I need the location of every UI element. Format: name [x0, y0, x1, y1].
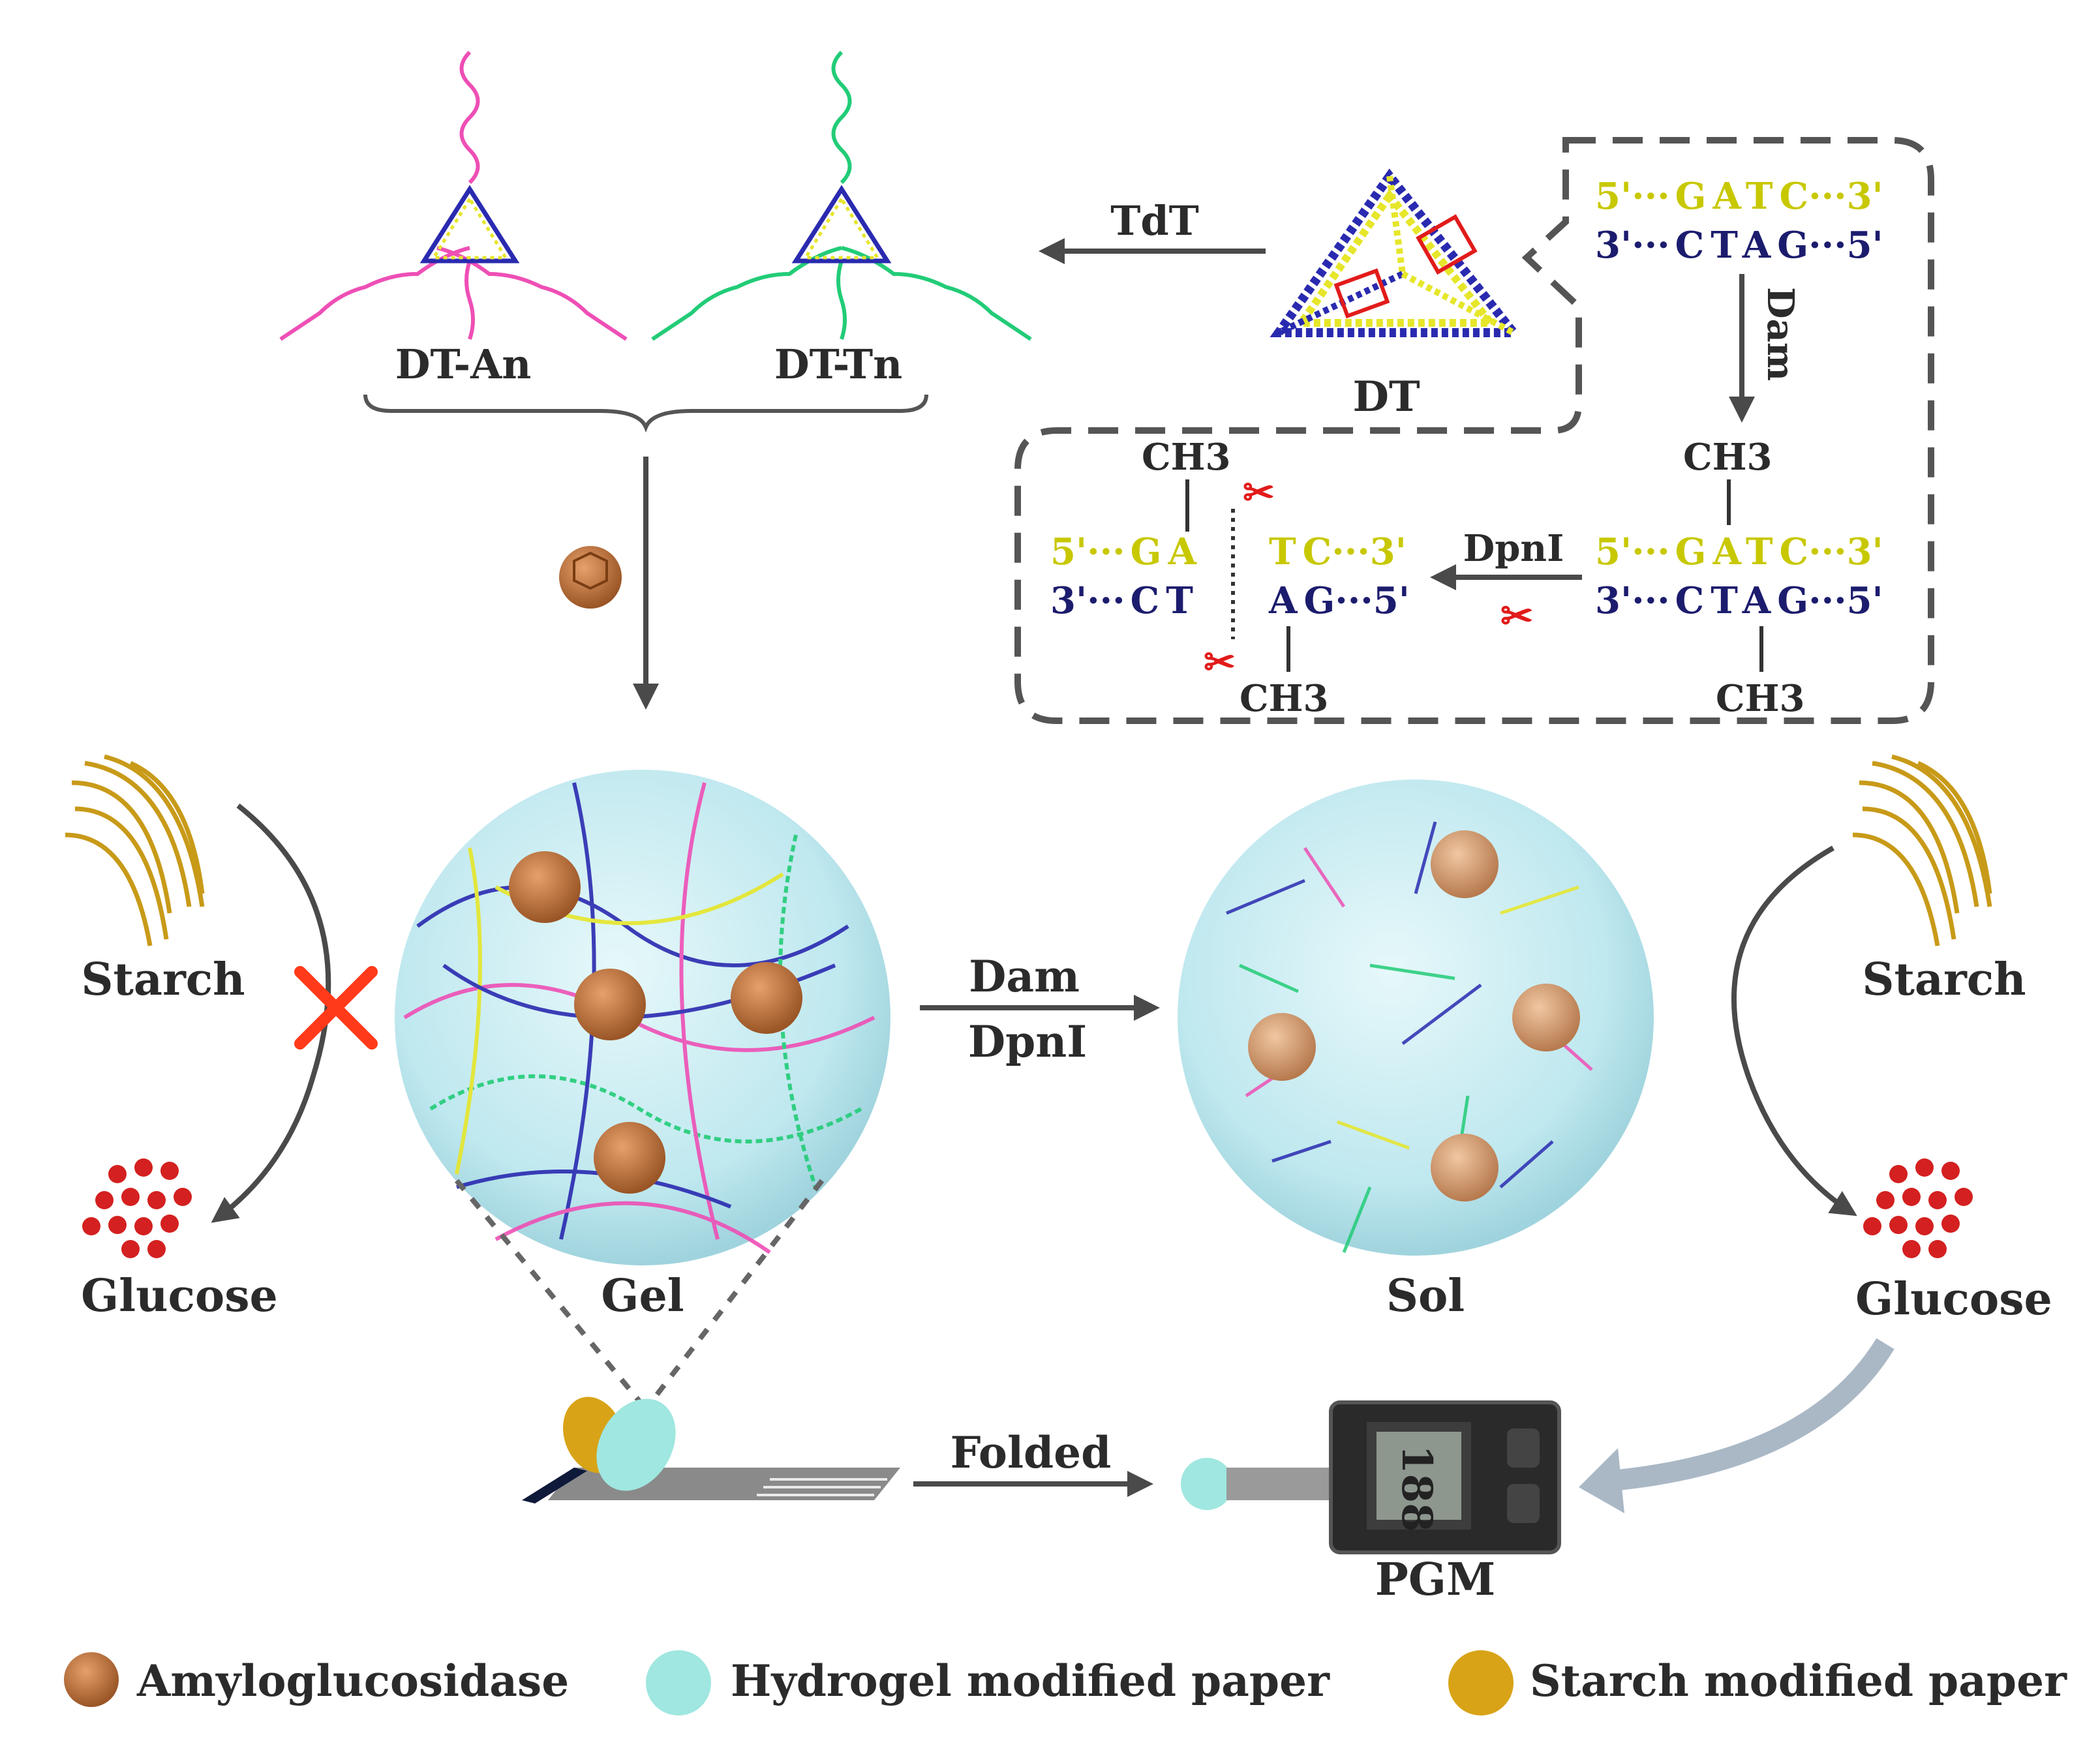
amyloglucosidase-icon — [731, 962, 802, 1034]
svg-text:5'···GA: 5'···GA — [1050, 530, 1197, 573]
dpni-label: DpnI — [968, 1016, 1087, 1067]
glucose-label: Glucose — [81, 1270, 278, 1322]
blocked-reaction-arrow — [211, 803, 331, 1223]
amyloglucosidase-icon — [64, 1652, 119, 1707]
svg-text:3'···CT: 3'···CT — [1050, 579, 1193, 622]
glucose-label: Glucose — [1855, 1273, 2052, 1325]
starch-icon — [1852, 754, 1992, 946]
glucose-icon — [82, 1158, 192, 1258]
legend: Amyloglucosidase Hydrogel modified paper… — [64, 1650, 2067, 1715]
dam-label: Dam — [969, 951, 1080, 1002]
dt-an-label: DT-An — [395, 340, 532, 388]
svg-text:Hydrogel modified paper: Hydrogel modified paper — [731, 1655, 1330, 1706]
sol-label: Sol — [1386, 1270, 1465, 1322]
paper-strip — [522, 1397, 900, 1503]
gel-label: Gel — [601, 1270, 684, 1322]
dt-an-structure: DT-An — [279, 50, 628, 388]
dt-tn-structure: DT-Tn — [651, 50, 1032, 388]
scissors-icon: ✂ — [1500, 594, 1533, 639]
grouping-brace — [363, 394, 928, 433]
svg-text:Starch modified paper: Starch modified paper — [1530, 1655, 2067, 1706]
amyloglucosidase-icon — [1431, 1134, 1499, 1201]
amyloglucosidase-icon — [1248, 1013, 1316, 1081]
legend-hydrogel-paper: Hydrogel modified paper — [646, 1650, 1330, 1715]
sol-sphere — [1178, 779, 1654, 1256]
scissors-icon: ✂ — [1243, 470, 1275, 515]
dt-label: DT — [1352, 372, 1420, 421]
gel-sphere — [395, 770, 890, 1265]
ch3-label: CH3 — [1683, 436, 1772, 479]
dt-tetrahedron: DT — [1270, 168, 1523, 421]
svg-text:AG···5': AG···5' — [1268, 579, 1410, 622]
hydrolysis-arrow — [1731, 845, 1857, 1216]
pgm-display: 188 — [1392, 1445, 1441, 1532]
dam-inset-label: Dam — [1759, 287, 1802, 381]
starch-label: Starch — [81, 954, 245, 1006]
amyloglucosidase-icon — [559, 546, 622, 609]
starch-paper-icon — [1448, 1650, 1514, 1715]
gatc-site-box — [1416, 214, 1478, 275]
legend-amyloglucosidase: Amyloglucosidase — [64, 1652, 569, 1707]
svg-text:Amyloglucosidase: Amyloglucosidase — [136, 1655, 569, 1706]
starch-label: Starch — [1862, 954, 2026, 1006]
hydrogel-paper-disc — [1181, 1458, 1233, 1510]
glucose-icon — [1863, 1158, 1973, 1258]
ch3-label: CH3 — [1240, 677, 1328, 720]
mechanism-inset-border — [1014, 137, 1934, 724]
amyloglucosidase-icon — [574, 969, 646, 1040]
zoom-guide — [454, 1179, 648, 1411]
ch3-label: CH3 — [1716, 677, 1804, 720]
amyloglucosidase-icon — [509, 851, 581, 923]
svg-text:TC···3': TC···3' — [1269, 530, 1407, 573]
folded-label: Folded — [951, 1427, 1112, 1478]
tdt-label: TdT — [1110, 197, 1199, 245]
amyloglucosidase-icon — [1512, 984, 1580, 1051]
amyloglucosidase-icon — [594, 1122, 665, 1194]
scissors-icon: ✂ — [1204, 640, 1236, 684]
hydrogel-paper-disc — [596, 1398, 676, 1491]
amyloglucosidase-icon — [1431, 830, 1499, 898]
glucose-to-pgm-arrow — [1610, 1338, 1895, 1491]
legend-starch-paper: Starch modified paper — [1448, 1650, 2067, 1715]
starch-icon — [65, 754, 205, 946]
blocked-x-icon — [294, 966, 378, 1050]
pgm-label: PGM — [1375, 1554, 1495, 1606]
gatc-site-box — [1333, 268, 1390, 319]
ch3-label: CH3 — [1142, 436, 1230, 479]
zoom-guide — [643, 1179, 825, 1411]
pgm-device: 188 — [1181, 1400, 1561, 1554]
dt-tn-label: DT-Tn — [774, 340, 902, 388]
hydrogel-paper-icon — [646, 1650, 711, 1715]
dpni-inset-label: DpnI — [1463, 527, 1564, 570]
